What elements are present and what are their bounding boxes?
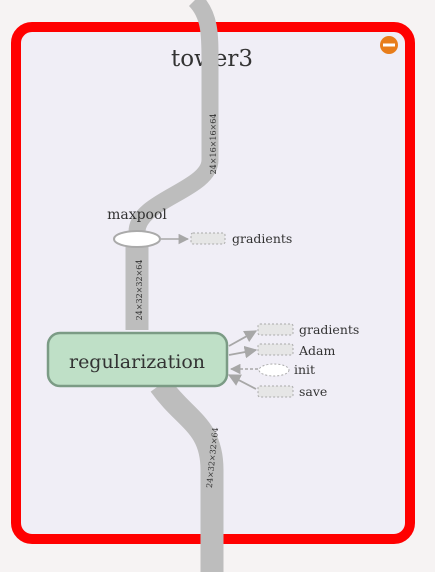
regularization-node[interactable] — [46, 331, 229, 388]
maxpool-gradients-label: gradients — [232, 231, 292, 246]
reg-adam-node[interactable] — [257, 343, 294, 356]
save-node[interactable] — [257, 385, 294, 398]
save-label: save — [299, 384, 327, 399]
reg-adam-label: Adam — [298, 343, 335, 358]
top-edge-label: 24×16×16×64 — [209, 114, 218, 175]
top-edge — [128, 0, 219, 234]
minus-circle-icon[interactable] — [380, 36, 398, 54]
maxpool-label: maxpool — [107, 207, 167, 223]
init-node[interactable] — [258, 363, 290, 377]
bottom-edge — [150, 378, 224, 572]
reg-adam-arrow — [228, 345, 258, 359]
save-reg-arrow — [227, 374, 257, 390]
regularization-label: regularization — [69, 351, 205, 373]
reg-gradients-label: gradients — [299, 322, 359, 337]
init-label: init — [294, 362, 315, 377]
maxpool-gradients-node[interactable] — [190, 232, 226, 245]
reg-gradients-node[interactable] — [257, 323, 294, 336]
mid-edge-label: 24×32×32×64 — [135, 260, 144, 321]
maxpool-node[interactable] — [113, 230, 161, 248]
reg-gradients-arrow — [228, 330, 258, 347]
